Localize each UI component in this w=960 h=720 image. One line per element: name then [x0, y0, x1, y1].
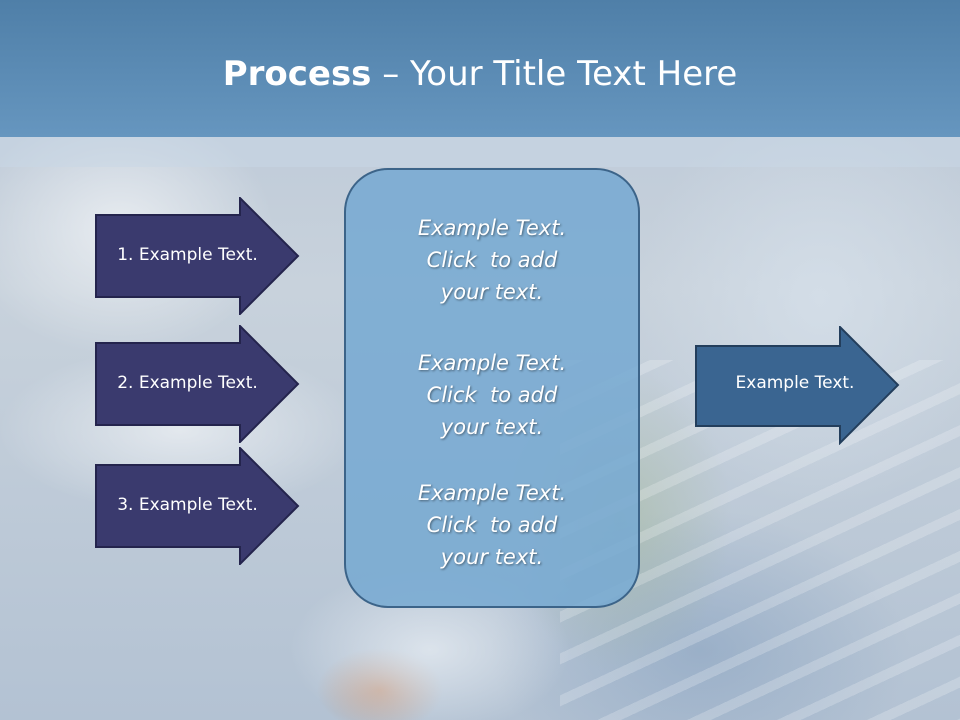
arrow-right-icon	[695, 326, 900, 445]
arrow-right-icon	[95, 197, 300, 315]
result-arrow[interactable]: Example Text.	[695, 326, 900, 445]
slide-title-bold: Process	[222, 54, 372, 94]
arrow-right-icon	[95, 447, 300, 565]
title-bar	[0, 0, 960, 137]
center-text-block-3[interactable]: Example Text. Click to add your text.	[344, 477, 640, 573]
title-bar-shadow	[0, 137, 960, 167]
center-text-block-1[interactable]: Example Text. Click to add your text.	[344, 212, 640, 308]
result-arrow-label: Example Text.	[735, 373, 855, 393]
center-text-line: Click to add	[426, 383, 558, 407]
center-text-block-2[interactable]: Example Text. Click to add your text.	[344, 347, 640, 443]
center-text-line: Example Text.	[417, 351, 567, 375]
center-text-line: Example Text.	[417, 216, 567, 240]
center-text-line: Example Text.	[417, 481, 567, 505]
step-arrow-label: 1. Example Text.	[117, 245, 258, 265]
arrow-right-icon	[95, 325, 300, 443]
center-text-line: your text.	[440, 280, 544, 304]
center-text-box[interactable]	[344, 168, 640, 608]
slide-title[interactable]: Process – Your Title Text Here	[0, 52, 960, 96]
step-arrow-1[interactable]: 1. Example Text.	[95, 197, 300, 315]
center-text-line: your text.	[440, 415, 544, 439]
step-arrow-label: 2. Example Text.	[117, 373, 258, 393]
step-arrow-label: 3. Example Text.	[117, 495, 258, 515]
center-text-line: your text.	[440, 545, 544, 569]
slide-title-rest: – Your Title Text Here	[371, 54, 738, 94]
step-arrow-2[interactable]: 2. Example Text.	[95, 325, 300, 443]
center-text-line: Click to add	[426, 513, 558, 537]
center-text-line: Click to add	[426, 248, 558, 272]
step-arrow-3[interactable]: 3. Example Text.	[95, 447, 300, 565]
